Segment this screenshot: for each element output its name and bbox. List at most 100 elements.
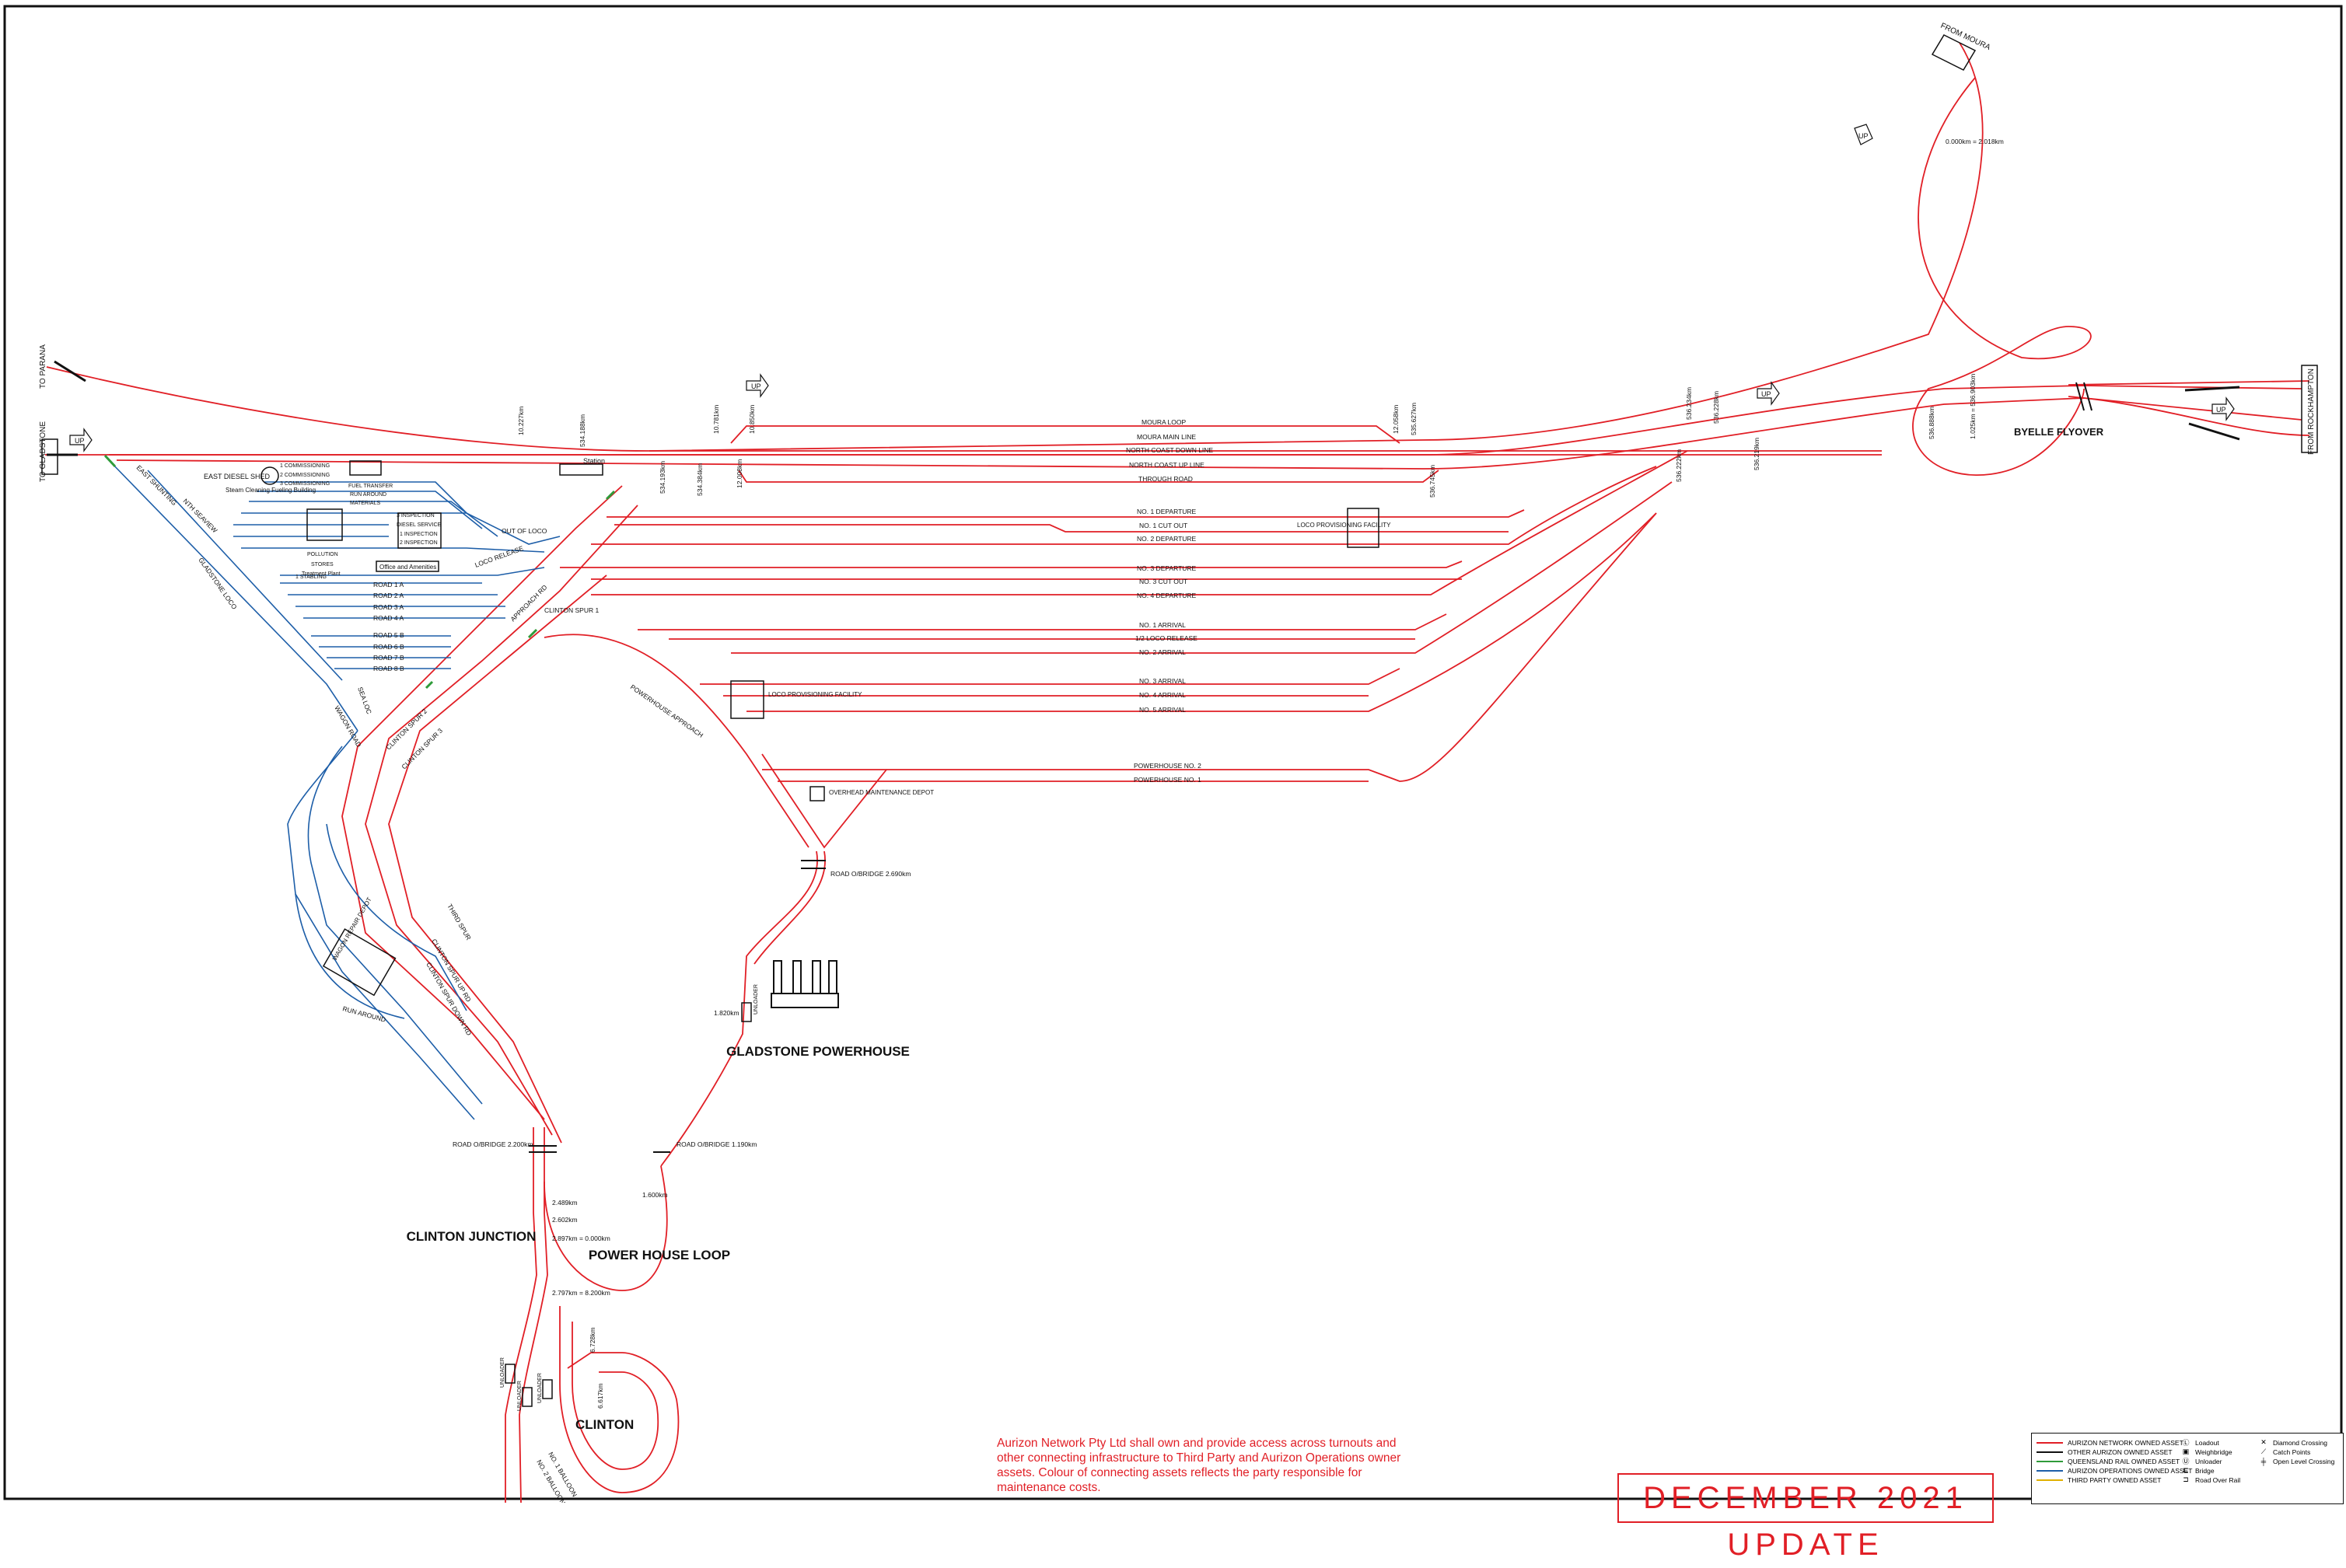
run-around <box>295 893 405 1019</box>
legend-swatch <box>2037 1451 2063 1453</box>
legend-text: AURIZON OPERATIONS OWNED ASSET <box>2068 1466 2193 1475</box>
rail-network-diagram: UP UP UP UP UP TO PARANA TO GLADSTONE FR… <box>3 5 2343 1503</box>
legend-text: AURIZON NETWORK OWNED ASSET <box>2068 1438 2183 1447</box>
unloader-clinton-3 <box>542 1379 553 1399</box>
svg-text:UP: UP <box>75 437 85 445</box>
diesel-service-building <box>397 512 442 549</box>
legend-glyph: ▣ <box>2182 1448 2190 1455</box>
clinton-junction-label: CLINTON JUNCTION <box>407 1229 537 1244</box>
track-label: POWERHOUSE NO. 1 <box>1134 776 1201 784</box>
structure-label: ROAD O/BRIDGE 1.190km <box>677 1140 757 1148</box>
legend-text: Open Level Crossing <box>2273 1457 2335 1465</box>
up-arrows: UP UP UP UP UP <box>69 124 2235 452</box>
unloader-ph-bldg <box>741 1002 752 1022</box>
shed-road-label: DIESEL SERVICE <box>397 522 442 528</box>
track-arr1 <box>638 613 1447 630</box>
powerhouse-base <box>771 993 839 1008</box>
chainage-label: 1.025km = 536.903km <box>1969 374 1977 439</box>
yard-road-label: ROAD 4 A <box>373 614 404 622</box>
chimney-4 <box>828 960 837 994</box>
depot-road-h <box>280 567 545 576</box>
track-label: NORTH COAST UP LINE <box>1129 461 1204 469</box>
track-clinton-main-b <box>519 1127 548 1503</box>
overhead-depot-bldg <box>809 786 825 801</box>
chainage-label: 1.820km <box>714 1009 739 1017</box>
end-rock-1 <box>2184 386 2240 392</box>
up-arrow-icon: UP <box>1757 381 1780 406</box>
track-dep1 <box>607 509 1525 518</box>
svg-text:UP: UP <box>1858 132 1869 140</box>
from-moura-box <box>1931 34 1977 71</box>
update-banner: DECEMBER 2021 UPDATE <box>1617 1473 1994 1562</box>
track-cut1 <box>614 524 1509 533</box>
track-dep2 <box>591 466 1657 545</box>
yard-road-label: ROAD 2 A <box>373 592 404 599</box>
shed-road-label: 3 COMMISSIONING <box>280 481 330 487</box>
label-to-parana: TO PARANA <box>39 344 47 389</box>
label-to-gladstone: TO GLADSTONE <box>39 421 47 482</box>
track-clinton-spur1 <box>365 505 638 1136</box>
track-label: NORTH COAST DOWN LINE <box>1126 446 1213 454</box>
legend-text: Weighbridge <box>2195 1448 2232 1456</box>
track-powerhouse-approach <box>544 634 809 848</box>
track-label: NO. 2 ARRIVAL <box>1139 648 1186 656</box>
boundary-markers <box>47 360 2240 456</box>
svg-text:UP: UP <box>2216 406 2226 414</box>
chimney-2 <box>792 960 802 994</box>
track-moura-loop <box>730 425 1400 444</box>
chainage-label: 10.781km <box>712 405 720 434</box>
track-label: NO. 2 DEPARTURE <box>1137 535 1197 543</box>
track-through-road <box>738 470 1439 483</box>
place-power-house-loop: POWER HOUSE LOOP <box>589 1248 730 1262</box>
power-house-loop-label: POWER HOUSE LOOP <box>589 1248 730 1262</box>
steam-cleaning-building <box>306 508 343 541</box>
sidings-c <box>326 823 467 1011</box>
track-ph2 <box>762 512 1657 782</box>
shed-road-label: 2 INSPECTION <box>400 540 438 546</box>
track-label: LOCO RELEASE <box>474 544 524 569</box>
catch-points-icon: ⟋Catch Points <box>2257 1448 2310 1456</box>
track-nc-down <box>109 385 2302 456</box>
track-clinton-balloon-outer <box>559 1306 680 1493</box>
office-building <box>376 560 439 572</box>
track-label: NO. 1 CUT OUT <box>1139 522 1187 529</box>
diamond-crossing-icon: ✕Diamond Crossing <box>2257 1438 2327 1447</box>
svg-text:UP: UP <box>751 382 761 390</box>
track-label: EAST SHUNTING <box>135 463 179 507</box>
to-gladstone-box <box>41 438 58 475</box>
tank <box>260 466 279 485</box>
loco-facility-1 <box>1347 508 1379 548</box>
track-moura-balloon <box>1912 77 2092 476</box>
from-rock-box <box>2301 365 2318 453</box>
chainage-label: 536.222km <box>1675 449 1683 482</box>
legend-text: Road Over Rail <box>2195 1475 2241 1484</box>
up-arrow-icon: UP <box>1854 124 1873 145</box>
track-nc-up <box>116 397 2302 470</box>
qr-mark-2 <box>527 628 538 639</box>
up-arrow-icon: UP <box>69 428 93 452</box>
bridge-icon: ⊏Bridge <box>2180 1466 2214 1475</box>
major-places: CLINTON JUNCTION POWER HOUSE LOOP CLINTO… <box>407 1044 910 1432</box>
shed-road-label: 1 STABLING <box>295 574 327 580</box>
place-label: OVERHEAD MAINTENANCE DEPOT <box>829 789 934 796</box>
wagon-repair-depot <box>322 928 397 997</box>
shed-road-label: FUEL TRANSFER <box>348 484 393 489</box>
legend-text: Unloader <box>2195 1457 2222 1465</box>
chainage-label: 2.897km = 0.000km <box>552 1234 610 1242</box>
chainage-label: 534.384km <box>696 463 704 496</box>
track-label: POWERHOUSE NO. 2 <box>1134 762 1201 770</box>
chainage-label: 536.228km <box>1712 391 1720 424</box>
shed-road-label: RUN AROUND <box>350 492 386 498</box>
wagon-road <box>287 730 475 1120</box>
legend-text: OTHER AURIZON OWNED ASSET <box>2068 1448 2173 1456</box>
legend-glyph: ⊏ <box>2183 1466 2189 1474</box>
legend-text: QUEENSLAND RAIL OWNED ASSET <box>2068 1457 2180 1465</box>
structure-label: ROAD O/BRIDGE 2.690km <box>830 870 911 878</box>
track-moura-main <box>649 42 1984 452</box>
legend-row: QUEENSLAND RAIL OWNED ASSET <box>2037 1457 2180 1465</box>
labels: TO PARANA TO GLADSTONE FROM MOURA FROM R… <box>39 22 2316 1503</box>
track-arr5 <box>746 512 1657 712</box>
legend-swatch <box>2037 1441 2063 1444</box>
chainage-label: 2.489km <box>552 1199 578 1207</box>
